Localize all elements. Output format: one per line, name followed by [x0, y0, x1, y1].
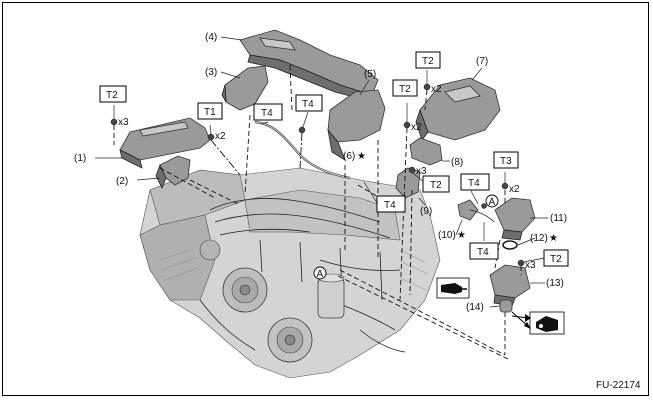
- torque-t2-c: T2: [422, 56, 434, 67]
- torque-t1: T1: [204, 107, 216, 118]
- point-a-label-engine: A: [317, 269, 324, 280]
- grease-drop-icon: [529, 311, 565, 335]
- part-13-housing: [489, 264, 531, 307]
- torque-t4-e: T4: [384, 200, 396, 211]
- qty-x2-b: x2: [411, 122, 422, 133]
- star-mark-10: ★: [457, 230, 466, 241]
- part-7-cover: [415, 77, 501, 141]
- callout-12: (12): [530, 233, 548, 244]
- part-3-cover: [221, 65, 269, 111]
- callout-7: (7): [476, 56, 488, 67]
- oil-can-icon: [436, 277, 470, 299]
- point-a-label-pump: A: [489, 197, 496, 208]
- diagram-frame: [2, 2, 649, 396]
- star-mark-6: ★: [357, 151, 366, 162]
- part-9-bracket: [395, 167, 421, 199]
- callout-5: (5): [364, 69, 376, 80]
- torque-t4-c: T4: [468, 178, 480, 189]
- torque-t2-d: T2: [430, 180, 442, 191]
- part-11-pump: [494, 197, 536, 241]
- callout-6: (6): [343, 151, 355, 162]
- callout-4: (4): [205, 32, 217, 43]
- torque-labels: [99, 51, 569, 267]
- part-2-bracket: [155, 155, 191, 189]
- point-a-marker-pump: A: [485, 194, 499, 208]
- torque-t2-b: T2: [399, 84, 411, 95]
- part-1-cover: [119, 117, 211, 169]
- qty-x3-c: x3: [525, 260, 536, 271]
- leader-lines: [95, 36, 548, 308]
- qty-x2-c: x2: [431, 84, 442, 95]
- qty-x3-a: x3: [118, 117, 129, 128]
- callout-9: (9): [420, 206, 432, 217]
- figure-code: FU-22174: [596, 380, 641, 391]
- torque-t2-e: T2: [550, 254, 562, 265]
- star-mark-12: ★: [549, 233, 558, 244]
- callout-3: (3): [205, 67, 217, 78]
- callout-13: (13): [546, 278, 564, 289]
- callout-10: (10): [438, 230, 456, 241]
- callout-2: (2): [116, 176, 128, 187]
- part-5-cover: [327, 89, 386, 161]
- callout-8: (8): [451, 157, 463, 168]
- point-a-marker-engine: A: [313, 266, 327, 280]
- torque-t4-b: T4: [302, 99, 314, 110]
- callout-14: (14): [466, 302, 484, 313]
- torque-t3: T3: [500, 156, 512, 167]
- torque-t2-a: T2: [106, 90, 118, 101]
- callout-11: (11): [550, 213, 567, 224]
- callout-1: (1): [74, 153, 86, 164]
- qty-x3-b: x3: [416, 166, 427, 177]
- part-10-fitting: [457, 199, 495, 223]
- qty-x2-a: x2: [215, 131, 226, 142]
- part-4-long-cover: [239, 29, 379, 101]
- part-8-bracket: [409, 137, 443, 166]
- torque-t4-a: T4: [261, 108, 273, 119]
- part-12-o-ring: [502, 240, 518, 250]
- qty-x2-d: x2: [509, 184, 520, 195]
- torque-t4-d: T4: [477, 247, 489, 258]
